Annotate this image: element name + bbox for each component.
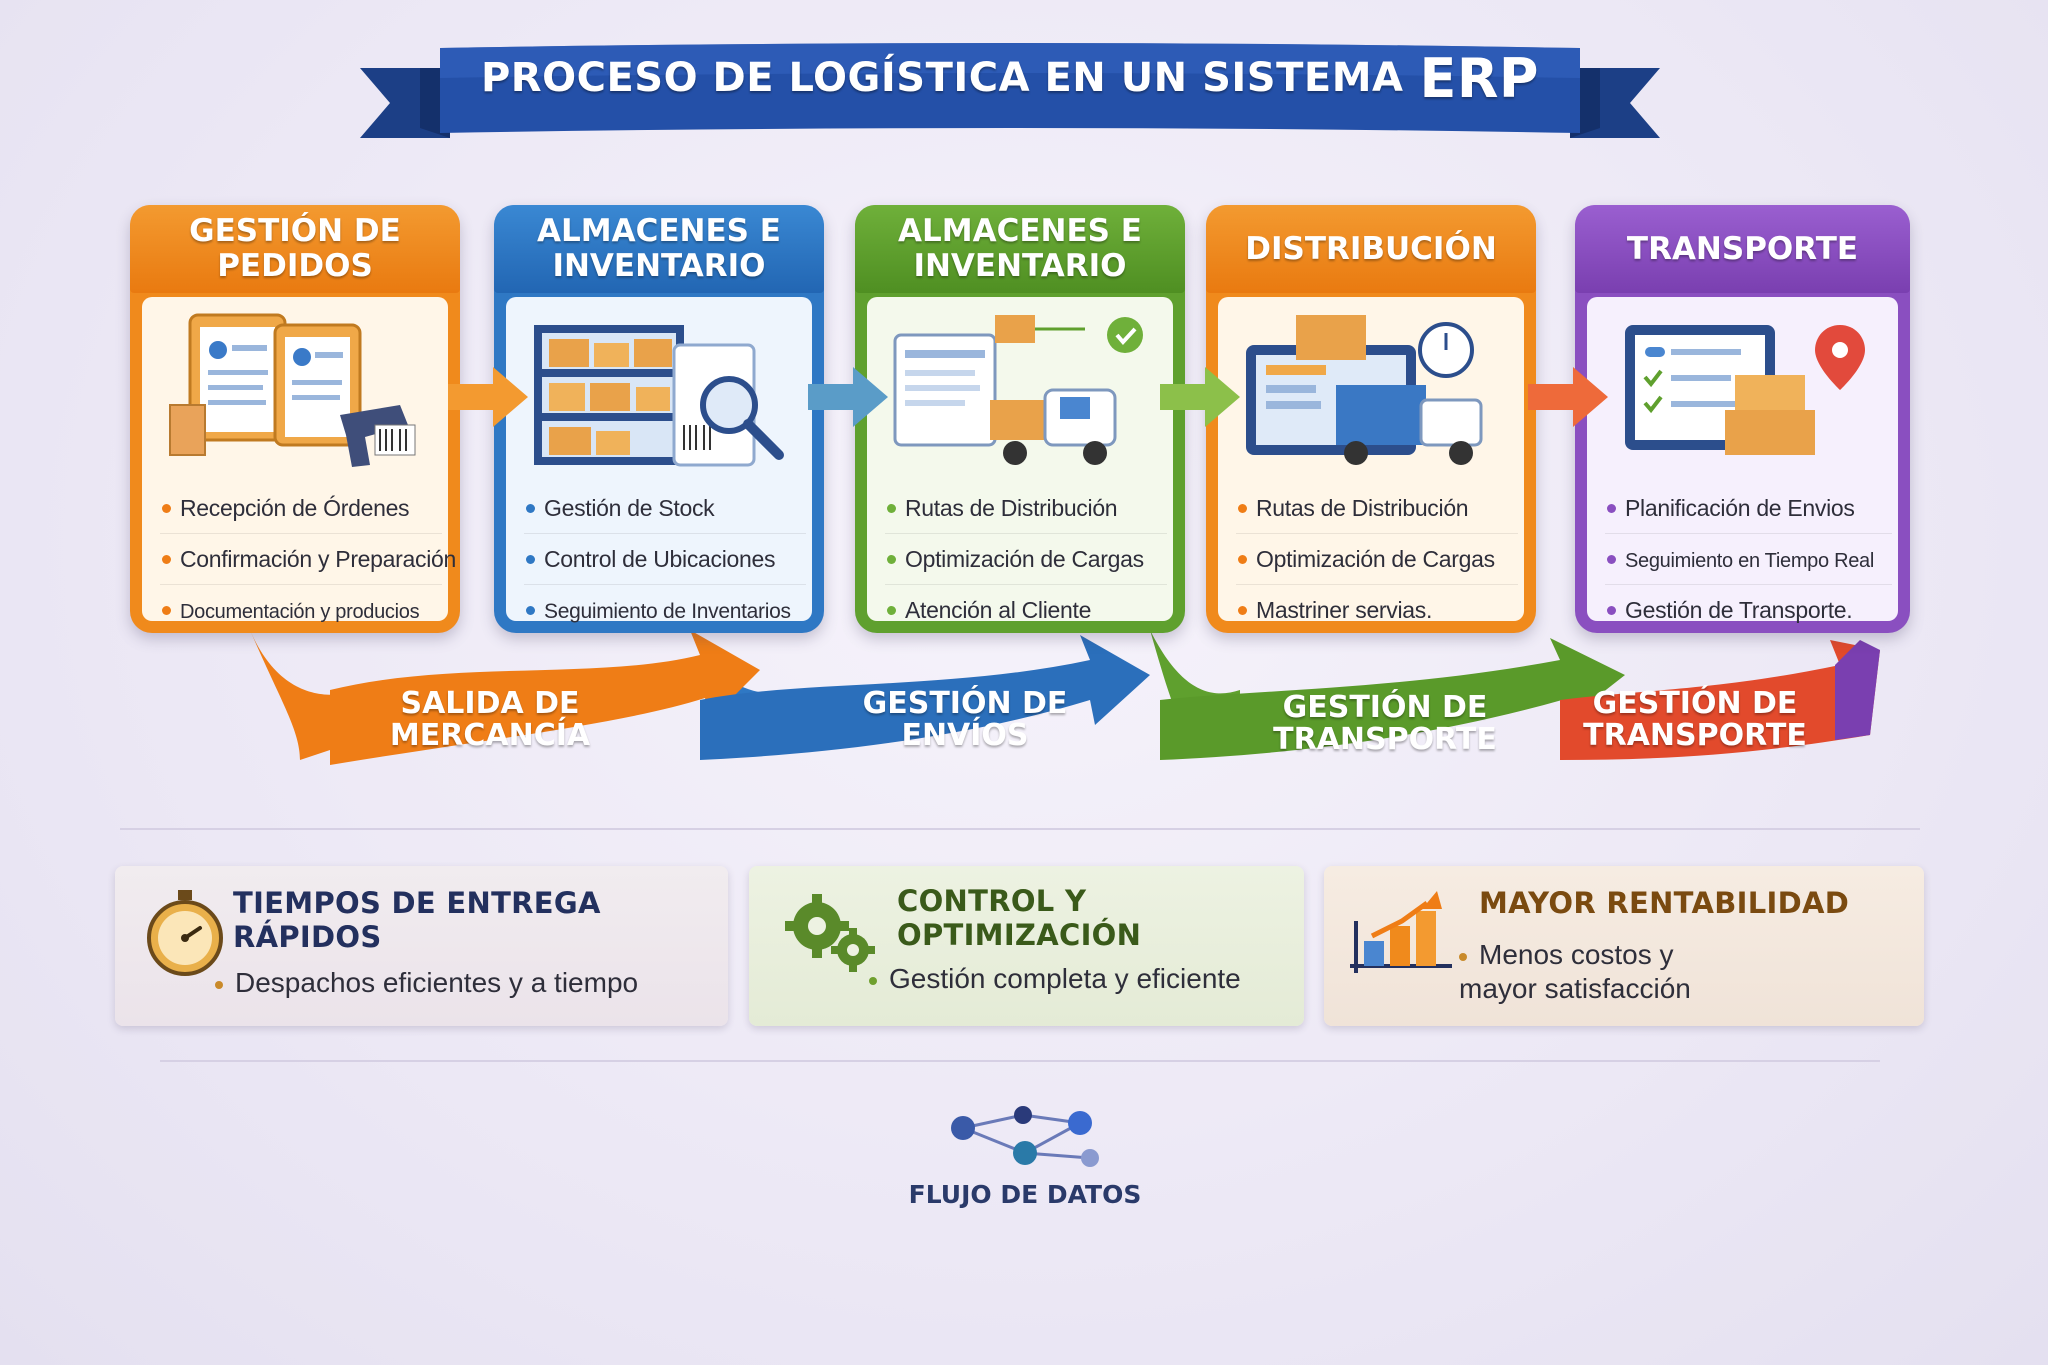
stage-card-pedidos: GESTIÓN DE PEDIDOS Recepción de Órdenes … xyxy=(130,205,460,633)
delivery-truck-icon xyxy=(893,315,1143,465)
arrow-right-icon xyxy=(1160,367,1240,427)
arrow-right-icon xyxy=(448,367,528,427)
list-item: Rutas de Distribución xyxy=(885,483,1167,534)
benefit-text: Gestión completa y eficiente xyxy=(869,962,1289,996)
page-title: PROCESO DE LOGÍSTICA EN UN SISTEMA ERP xyxy=(360,46,1660,110)
list-item: Seguimiento de Inventarios xyxy=(524,585,806,635)
footer-label: FLUJO DE DATOS xyxy=(908,1180,1142,1209)
benefit-profit: MAYOR RENTABILIDAD Menos costos y mayor … xyxy=(1324,866,1924,1026)
stage-title: GESTIÓN DE PEDIDOS xyxy=(130,205,460,293)
flow-label-envios: GESTIÓN DE ENVÍOS xyxy=(862,686,1068,753)
list-item: Optimización de Cargas xyxy=(1236,534,1518,585)
flow-band-purple xyxy=(1835,640,1880,740)
stage-items: Rutas de Distribución Optimización de Ca… xyxy=(1236,483,1518,635)
divider xyxy=(160,1060,1880,1062)
list-item: Control de Ubicaciones xyxy=(524,534,806,585)
list-item: Seguimiento en Tiempo Real xyxy=(1605,534,1892,585)
page-title-highlight: ERP xyxy=(1419,46,1539,110)
list-item: Recepción de Órdenes xyxy=(160,483,442,534)
stage-items: Planificación de Envios Seguimiento en T… xyxy=(1605,483,1892,635)
benefit-delivery: TIEMPOS DE ENTREGA RÁPIDOS Despachos efi… xyxy=(115,866,728,1026)
stage-title: ALMACENES E INVENTARIO xyxy=(494,205,824,293)
stopwatch-icon xyxy=(147,890,223,976)
flow-swoosh-blue xyxy=(690,630,800,755)
flow-swoosh-orange xyxy=(250,630,360,760)
list-item: Atención al Cliente xyxy=(885,585,1167,635)
clipboard-scanner-icon xyxy=(169,313,416,467)
page-title-main: PROCESO DE LOGÍSTICA EN UN SISTEMA xyxy=(480,55,1404,101)
list-item: Gestión de Transporte. xyxy=(1605,585,1892,635)
warehouse-shelves-icon xyxy=(534,325,784,467)
network-nodes-icon xyxy=(951,1106,1099,1167)
benefit-text: Despachos eficientes y a tiempo xyxy=(215,966,715,1000)
list-item: Documentación y producios xyxy=(160,585,442,635)
stage-title: TRANSPORTE xyxy=(1575,205,1910,293)
list-item: Planificación de Envios xyxy=(1605,483,1892,534)
flow-label-salida: SALIDA DE MERCANCÍA xyxy=(389,686,591,753)
tracking-laptop-pin-icon xyxy=(1625,325,1865,455)
gears-icon xyxy=(785,894,875,972)
benefit-title: MAYOR RENTABILIDAD xyxy=(1479,886,1850,920)
stage-card-almacenes-1: ALMACENES E INVENTARIO Gestión de Stock … xyxy=(494,205,824,633)
arrow-right-icon xyxy=(808,367,888,427)
divider xyxy=(120,828,1920,830)
stage-items: Rutas de Distribución Optimización de Ca… xyxy=(885,483,1167,635)
stage-items: Gestión de Stock Control de Ubicaciones … xyxy=(524,483,806,635)
stage-items: Recepción de Órdenes Confirmación y Prep… xyxy=(160,483,456,635)
list-item: Mastriner servias. xyxy=(1236,585,1518,635)
benefit-title: CONTROL Y OPTIMIZACIÓN xyxy=(897,884,1142,952)
growth-chart-icon xyxy=(1350,891,1452,973)
laptop-truck-clock-icon xyxy=(1246,315,1483,465)
benefit-control: CONTROL Y OPTIMIZACIÓN Gestión completa … xyxy=(749,866,1304,1026)
arrow-right-icon xyxy=(1528,367,1608,427)
list-item: Optimización de Cargas xyxy=(885,534,1167,585)
stage-card-almacenes-2: ALMACENES E INVENTARIO Rutas de Distribu… xyxy=(855,205,1185,633)
title-ribbon xyxy=(360,43,1660,138)
flow-swoosh-green xyxy=(1150,630,1240,755)
flow-label-transporte-1: GESTIÓN DE TRANSPORTE xyxy=(1273,690,1497,757)
list-item: Confirmación y Preparación xyxy=(160,534,456,585)
list-item: Rutas de Distribución xyxy=(1236,483,1518,534)
stage-card-transporte: TRANSPORTE Planificación de Envios Segui… xyxy=(1575,205,1910,633)
benefit-title: TIEMPOS DE ENTREGA RÁPIDOS xyxy=(233,886,601,954)
stage-title: DISTRIBUCIÓN xyxy=(1206,205,1536,293)
stage-card-distribucion: DISTRIBUCIÓN Rutas de Distribución Optim… xyxy=(1206,205,1536,633)
flow-label-transporte-2: GESTIÓN DE TRANSPORTE xyxy=(1583,686,1807,753)
list-item: Gestión de Stock xyxy=(524,483,806,534)
benefit-text: Menos costos y mayor satisfacción xyxy=(1459,939,1691,1004)
stage-title: ALMACENES E INVENTARIO xyxy=(855,205,1185,293)
